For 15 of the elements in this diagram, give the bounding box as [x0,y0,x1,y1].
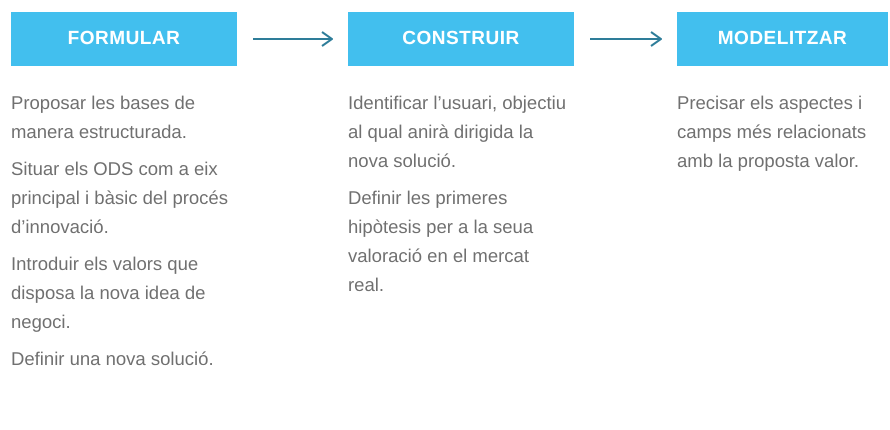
description-text: Situar els ODS com a eix principal i bàsic del procés d’innovació. [11,157,229,239]
step-box [348,12,574,66]
description-text: Definir les primeres hipòtesis per a la seua valoració en el mercat real. [348,186,534,297]
description-text: Introduir els valors que disposa la nova idea de negoci. [11,252,206,334]
description-text: Proposar les bases de manera estructurada. [11,91,196,144]
step-box [677,12,888,66]
step-title: CONSTRUIR [402,28,520,50]
description-text: Precisar els aspectes i camps més relacionats amb la proposta valor. [677,91,867,173]
arrow [253,31,333,47]
arrow [590,31,662,47]
step-title: FORMULAR [68,28,180,50]
description-text: Identificar l’usuari, objectiu al qual anirà dirigida la nova solució. [348,91,566,173]
step-box [11,12,237,66]
step-title: MODELITZAR [718,28,848,50]
description-text: Definir una nova solució. [11,347,215,371]
